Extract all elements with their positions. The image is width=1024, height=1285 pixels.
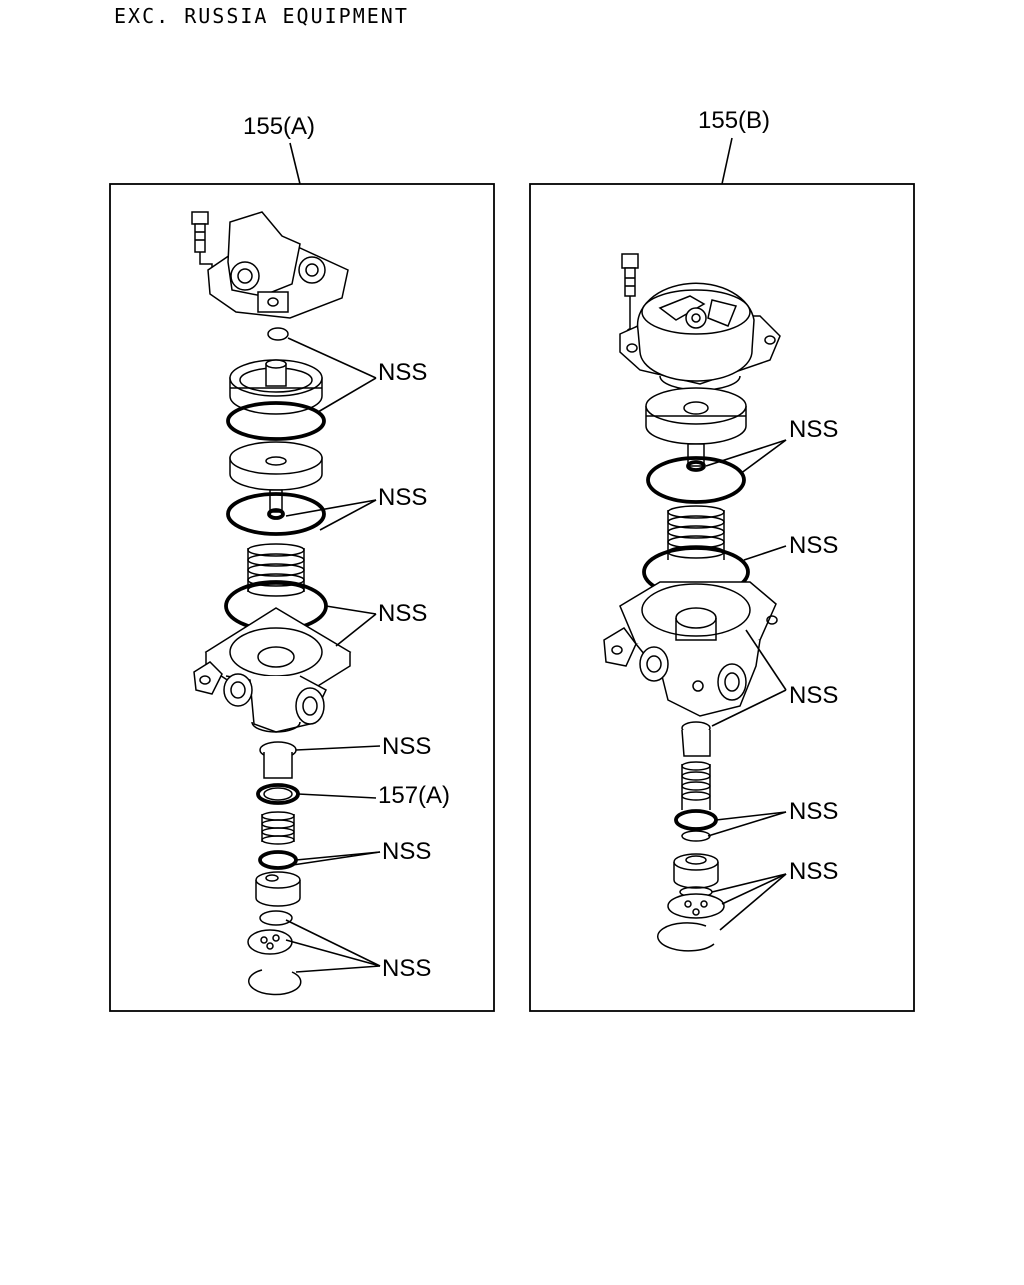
spring-b [667,505,725,560]
label-nss-a-2: NSS [378,484,427,511]
panel-b-ref-leader [721,137,733,185]
label-nss-a-1: NSS [378,359,427,386]
piston-middle-a [229,441,323,513]
label-nss-a-3: NSS [378,600,427,627]
label-nss-b-2: NSS [789,532,838,559]
o-ring-large-2-a [226,492,326,536]
panel-a: 155(A) [109,113,495,1012]
valve-body-b [603,581,778,717]
leaders-b [705,439,787,931]
panel-a-ref: 155(A) [243,113,315,140]
bolt-b [621,253,639,336]
lower-stack-b [657,721,725,952]
label-nss-a-6: NSS [382,955,431,982]
label-part-157a: 157(A) [378,782,450,809]
label-nss-b-5: NSS [789,858,838,885]
o-ring-large-1-b [646,456,746,504]
o-ring-large-1-a [226,401,326,441]
label-nss-a-4: NSS [382,733,431,760]
panel-a-frame [109,183,495,1012]
bolt-a [191,211,213,276]
label-nss-b-1: NSS [789,416,838,443]
panel-b: 155(B) [529,107,915,1012]
panel-a-ref-leader [289,142,301,185]
spring-a [247,543,305,597]
o-ring-stem-a [267,508,285,520]
label-nss-a-5: NSS [382,838,431,865]
o-ring-small-a [267,327,289,341]
panel-b-ref: 155(B) [698,107,770,134]
label-nss-b-4: NSS [789,798,838,825]
lower-stack-a [247,741,302,996]
page-title: EXC. RUSSIA EQUIPMENT [114,4,409,28]
label-nss-b-3: NSS [789,682,838,709]
cover-a [207,211,349,319]
piston-b [645,387,747,467]
valve-body-a [193,607,352,733]
o-ring-stem-b [686,460,706,472]
cover-b [619,282,781,391]
leaders-a [285,337,381,973]
